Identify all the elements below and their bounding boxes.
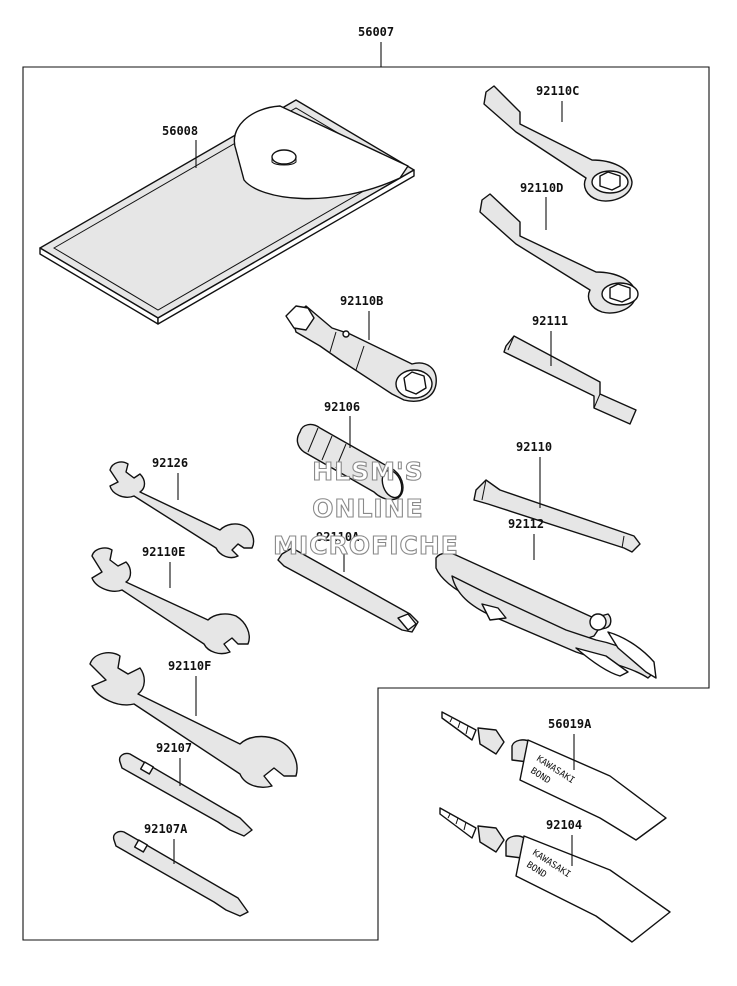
watermark-line-3: MICROFICHE	[273, 531, 459, 560]
hex-key-92110[interactable]	[473, 479, 641, 553]
pliers-92112[interactable]	[435, 552, 657, 679]
label-92126[interactable]: 92126	[152, 456, 188, 470]
plug-wrench-92110a[interactable]	[277, 547, 419, 633]
label-56019a-text[interactable]: 56019A	[548, 717, 592, 731]
label-56008[interactable]: 56008	[162, 124, 198, 138]
ring-wrench-92110d[interactable]	[479, 193, 639, 314]
label-92112[interactable]: 92112	[508, 517, 544, 531]
label-92111[interactable]: 92111	[532, 314, 568, 328]
label-92104[interactable]: 92104	[546, 818, 582, 832]
label-92110f[interactable]: 92110F	[168, 659, 211, 673]
open-wrench-92126[interactable]	[109, 461, 255, 559]
label-92110d[interactable]: 92110D	[520, 181, 563, 195]
label-92110a[interactable]: 92110A	[316, 530, 360, 544]
adapter-92106[interactable]	[296, 423, 405, 501]
watermark-line-1: HLSM'S	[312, 457, 423, 486]
bond-tube-56019a[interactable]: KAWASAKI BOND	[441, 711, 667, 841]
label-56007[interactable]: 56007	[358, 25, 394, 39]
label-92110c[interactable]: 92110C	[536, 84, 579, 98]
label-92110e[interactable]: 92110E	[142, 545, 185, 559]
open-wrench-92110f[interactable]	[89, 652, 298, 788]
watermark: HLSM'S ONLINE MICROFICHE	[273, 456, 459, 560]
screwdriver-92107a[interactable]	[112, 830, 249, 917]
tool-case-56008[interactable]	[39, 99, 415, 325]
plug-socket-92110b[interactable]	[285, 305, 437, 402]
bar-92111[interactable]	[503, 335, 637, 425]
bond-tube-92104[interactable]: KAWASAKI BOND	[439, 807, 671, 943]
ring-wrench-92110c[interactable]	[483, 85, 633, 202]
label-92107[interactable]: 92107	[156, 741, 192, 755]
label-92106[interactable]: 92106	[324, 400, 360, 414]
screwdriver-92107[interactable]	[118, 752, 253, 837]
label-92110[interactable]: 92110	[516, 440, 552, 454]
label-92107a[interactable]: 92107A	[144, 822, 188, 836]
open-wrench-92110e[interactable]	[91, 547, 250, 655]
label-92110b[interactable]: 92110B	[340, 294, 383, 308]
watermark-line-2: ONLINE	[312, 494, 423, 523]
kit-frame	[22, 66, 710, 941]
